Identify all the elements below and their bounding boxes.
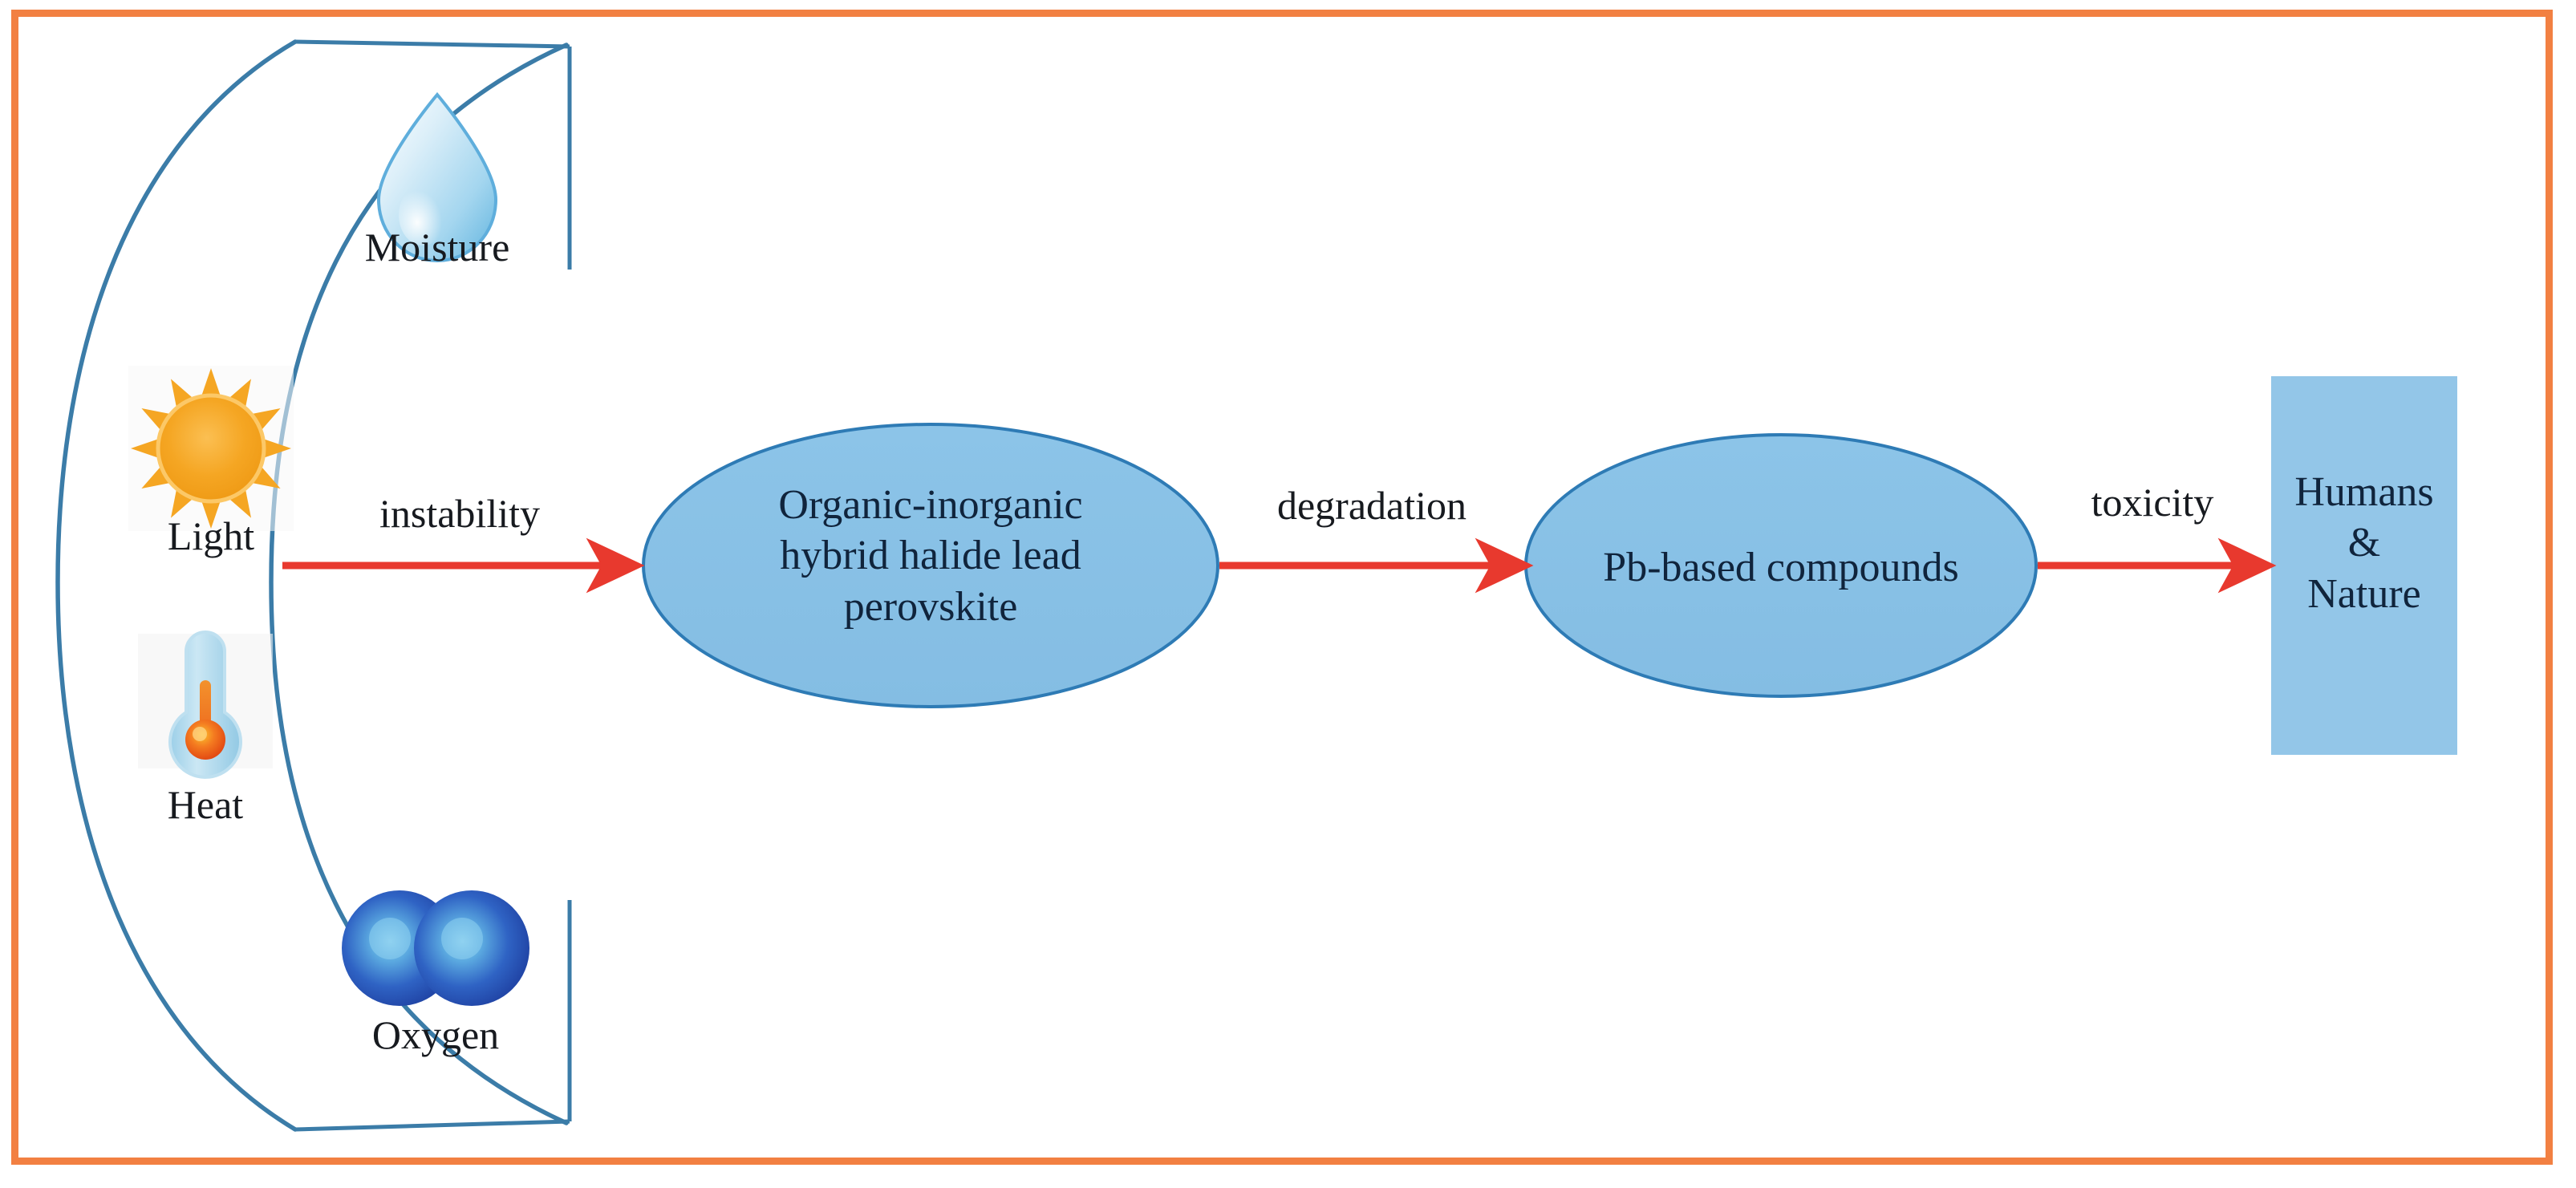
factor-label-moisture: Moisture [364,225,510,270]
factor-label-light: Light [167,513,255,558]
node-label-perovskite: Organic-inorganic hybrid halide lead per… [674,480,1187,632]
figure-border [11,10,2553,1165]
node-label-perovskite-line-1: Organic-inorganic [778,482,1083,528]
node-label-perovskite-line-2: hybrid halide lead [780,533,1081,579]
node-label-humans-nature-line-1: Humans [2294,469,2434,515]
node-label-humans-nature: Humans & Nature [2272,467,2456,619]
node-label-humans-nature-line-3: Nature [2307,570,2421,617]
factor-label-heat: Heat [167,782,244,827]
node-label-humans-nature-line-2: & [2347,520,2381,566]
factor-label-oxygen: Oxygen [371,1012,500,1057]
node-label-pb-compounds-line-1: Pb-based compounds [1603,545,1959,590]
node-label-pb-compounds: Pb-based compounds [1532,542,2030,593]
arrow-label-instability: instability [379,491,540,536]
arrow-label-toxicity: toxicity [2091,480,2214,525]
arrow-label-degradation: degradation [1276,483,1466,528]
node-label-perovskite-line-3: perovskite [843,583,1018,630]
